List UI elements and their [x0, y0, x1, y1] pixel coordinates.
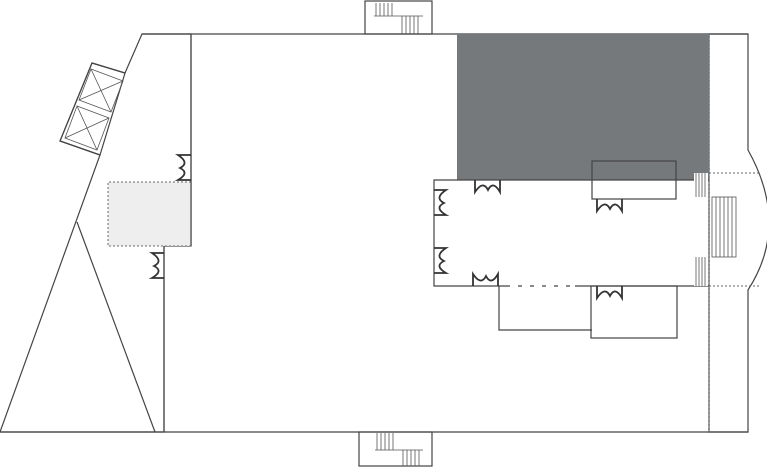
dark-room — [457, 34, 709, 180]
elevator-block — [59, 62, 126, 156]
plan-line — [78, 80, 124, 101]
plan-line — [64, 117, 110, 139]
central-hall — [433, 179, 709, 287]
door-small-room-top[interactable] — [596, 199, 623, 215]
plan-line — [364, 0, 433, 35]
plan-line — [59, 62, 126, 156]
plan-line — [107, 181, 191, 247]
plan-line — [694, 257, 708, 286]
small-room-top — [591, 160, 677, 200]
right-corridor — [708, 33, 767, 433]
plan-line — [694, 173, 708, 197]
stairs-right — [694, 173, 737, 286]
door-room-bottom-right[interactable] — [596, 286, 623, 302]
room-bottom-right — [590, 285, 678, 339]
door-hall-north[interactable] — [474, 180, 501, 196]
door-left-upper[interactable] — [174, 154, 191, 181]
door-hall-south-west[interactable] — [472, 270, 499, 286]
room-bottom-left — [498, 286, 592, 331]
plan-line — [148, 154, 623, 302]
stairs-top — [364, 0, 433, 35]
door-hall-west-lower[interactable] — [434, 247, 450, 274]
door-hall-west-upper[interactable] — [434, 189, 450, 216]
door-left-lower[interactable] — [148, 252, 164, 279]
side-room — [108, 182, 191, 246]
stairs-bottom — [358, 431, 433, 467]
plan-line — [358, 431, 433, 467]
inner-diagonal-wall — [76, 221, 156, 433]
